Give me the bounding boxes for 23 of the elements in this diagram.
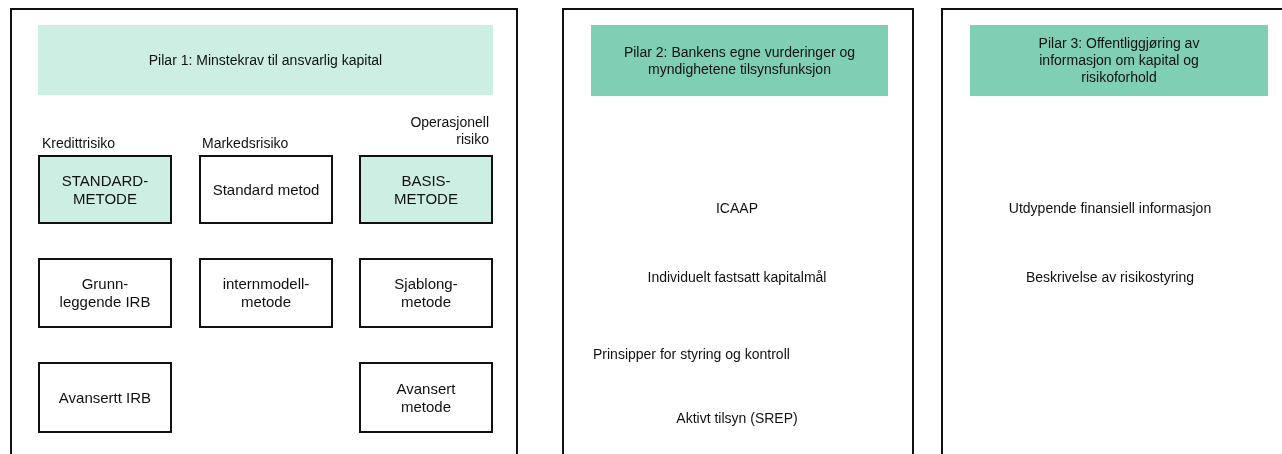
pillar-panel [941, 8, 1282, 454]
pillar-panel [10, 8, 518, 454]
pillar-item-text: Individuelt fastsatt kapitalmål [646, 269, 828, 286]
pillar-item-text: ICAAP [715, 200, 759, 217]
pillar-item-text: Prinsipper for styring og kontroll [593, 346, 791, 363]
pillar-item-text: Aktivt tilsyn (SREP) [675, 410, 799, 427]
pillar-heading-band: Pilar 2: Bankens egne vurderinger og myndighetene tilsynsfunksjon [591, 25, 888, 96]
method-box: internmodell-metode [199, 258, 333, 328]
column-heading: Operasjonell risiko [409, 114, 489, 148]
pillar-heading-band: Pilar 3: Offentliggjøring av informasjon om kapital og risikoforhold [970, 25, 1268, 96]
column-heading: Kredittrisiko [42, 135, 117, 152]
pillar-heading-band: Pilar 1: Minstekrav til ansvarlig kapital [38, 25, 493, 95]
method-box: STANDARD-METODE [38, 155, 172, 224]
method-box: Avansertt IRB [38, 362, 172, 433]
column-heading: Markedsrisiko [202, 135, 290, 152]
pillar-item-text: Utdypende finansiell informasjon [1007, 200, 1213, 217]
method-box: Avansert metode [359, 362, 493, 433]
method-box: Grunn-leggende IRB [38, 258, 172, 328]
method-box: Standard metod [199, 155, 333, 224]
pillar-panel [562, 8, 914, 454]
pillar-item-text: Beskrivelse av risikostyring [1024, 269, 1196, 286]
method-box: BASIS-METODE [359, 155, 493, 224]
method-box: Sjablong-metode [359, 258, 493, 328]
